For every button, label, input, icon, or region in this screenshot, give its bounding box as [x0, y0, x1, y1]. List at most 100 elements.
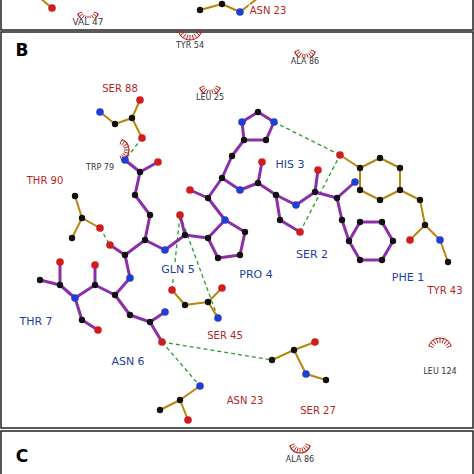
residue-label: LEU 25 — [195, 94, 225, 103]
atom — [154, 158, 162, 166]
contact-spoke — [93, 14, 97, 17]
ligand-label: SER 2 — [295, 249, 329, 261]
atom — [397, 165, 403, 171]
residue-label: SER 45 — [206, 330, 244, 341]
contact-spoke — [446, 343, 450, 346]
contact-spoke — [306, 444, 311, 446]
bond — [340, 155, 400, 200]
bonds — [40, 0, 448, 420]
contact-spoke — [215, 88, 219, 91]
contact-spoke — [300, 448, 301, 453]
atom — [136, 96, 144, 104]
atom — [79, 317, 85, 323]
atom — [346, 238, 352, 244]
atom — [242, 229, 248, 235]
contact-spoke — [299, 53, 302, 57]
hydrogen-bond — [162, 342, 200, 386]
atom — [197, 7, 203, 13]
atom — [106, 241, 114, 249]
bond — [190, 178, 222, 198]
atom — [112, 121, 118, 127]
atom — [96, 108, 104, 116]
contact-spoke — [194, 34, 197, 38]
bond — [272, 342, 315, 360]
atoms — [37, 1, 451, 424]
hydrogen-bonds — [100, 122, 340, 386]
atom — [161, 308, 169, 316]
contact-spoke — [180, 32, 184, 35]
atom — [302, 370, 310, 378]
residue-label: ALA 86 — [285, 456, 315, 465]
atom — [215, 255, 221, 261]
contact-spoke — [429, 346, 434, 348]
bond — [172, 290, 218, 318]
contact-spoke — [196, 32, 200, 35]
panel-frame — [1, 0, 473, 30]
residue-label: SER 88 — [101, 83, 139, 94]
contact-spoke — [123, 153, 127, 156]
atom — [336, 151, 344, 159]
atom — [269, 357, 275, 363]
atom — [422, 222, 428, 228]
contact-spoke — [197, 30, 202, 32]
atom — [238, 118, 246, 126]
atom — [236, 186, 244, 194]
contact-spoke — [200, 86, 205, 88]
atom — [218, 284, 226, 292]
residue-label: ALA 86 — [290, 58, 320, 67]
contact-spoke — [305, 446, 309, 449]
hydrogen-bond — [274, 122, 340, 155]
atom — [379, 257, 385, 263]
atom — [137, 169, 143, 175]
hydrogen-bond — [172, 215, 180, 290]
atom — [71, 294, 79, 302]
contact-arc — [179, 32, 202, 40]
atom — [357, 219, 363, 225]
hydrophobic-contacts — [78, 12, 452, 453]
bond — [208, 198, 245, 258]
atom — [56, 258, 64, 266]
atom — [158, 338, 166, 346]
atom — [177, 397, 183, 403]
contact-spoke — [216, 86, 221, 88]
contact-spoke — [190, 35, 191, 40]
atom — [406, 236, 414, 244]
atom — [129, 115, 135, 121]
atom — [357, 187, 363, 193]
contact-spoke — [291, 446, 295, 449]
atom — [323, 377, 329, 383]
contact-spoke — [94, 12, 99, 14]
atom — [296, 228, 304, 236]
atom — [94, 326, 102, 334]
bond — [60, 262, 95, 298]
contact-spoke — [192, 35, 194, 40]
bond — [135, 162, 185, 250]
contact-spoke — [447, 346, 452, 348]
residue-label: TRP 79 — [85, 164, 115, 173]
atom — [237, 252, 243, 258]
atom — [390, 238, 396, 244]
atom — [351, 178, 359, 186]
contact-spoke — [186, 35, 188, 40]
contact-arc — [290, 446, 311, 453]
atom — [168, 286, 176, 294]
bond — [337, 198, 349, 241]
atom — [91, 261, 99, 269]
atom — [138, 134, 146, 142]
atom — [69, 235, 75, 241]
atom — [186, 186, 194, 194]
contact-spoke — [79, 14, 83, 17]
atom — [79, 215, 85, 221]
panel-letter: C — [15, 447, 29, 466]
bond — [160, 400, 180, 410]
atom — [132, 192, 138, 198]
atom — [182, 232, 188, 238]
atom — [219, 1, 225, 7]
atom — [205, 195, 211, 201]
residue-label: ASN 23 — [249, 5, 288, 16]
contact-arc — [429, 338, 452, 346]
atom — [339, 217, 345, 223]
bond — [100, 112, 142, 138]
atom — [377, 197, 383, 203]
atom — [112, 292, 118, 298]
